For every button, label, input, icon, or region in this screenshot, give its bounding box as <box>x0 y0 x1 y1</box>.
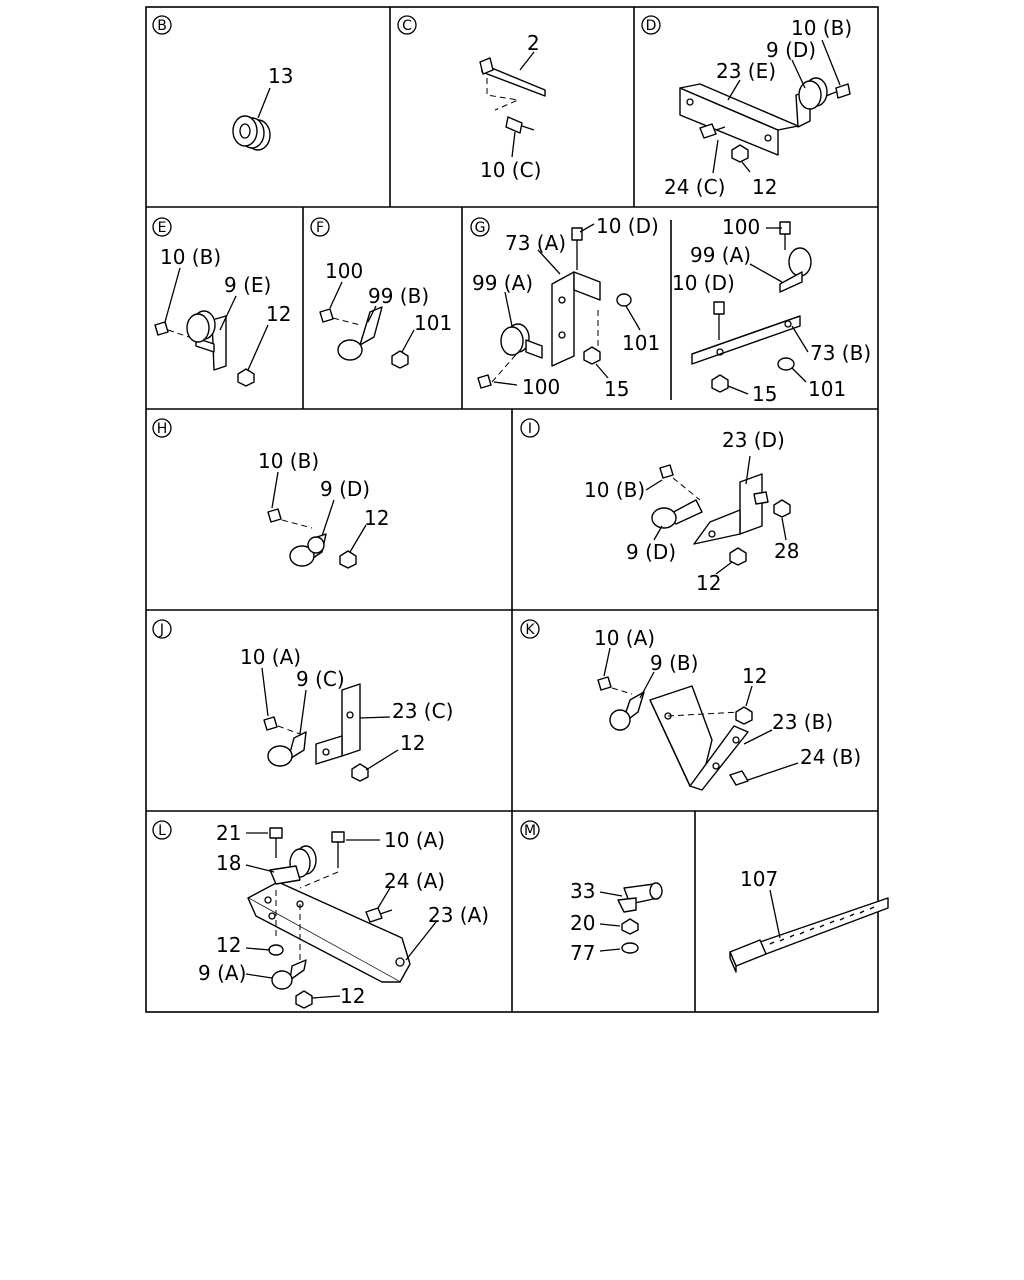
section-marker-g: G <box>470 217 490 237</box>
section-marker-h: H <box>152 418 172 438</box>
callout-12: 12 <box>752 175 777 199</box>
diagram-grid <box>145 6 879 1013</box>
callout-33: 33 <box>570 879 595 903</box>
callout-9d: 9 (D) <box>766 38 816 62</box>
section-d-drawing: 10 (B) 9 (D) 23 (E) 24 (C) 12 <box>664 16 852 199</box>
svg-text:F: F <box>316 220 324 236</box>
section-k-drawing: 10 (A) 9 (B) 12 23 (B) 24 (B) <box>594 626 861 791</box>
callout-23b: 23 (B) <box>772 710 833 734</box>
callout-9e: 9 (E) <box>224 273 271 297</box>
callout-20: 20 <box>570 911 595 935</box>
section-g-right-drawing: 100 99 (A) 10 (D) 73 (B) 15 101 <box>672 215 871 406</box>
callout-12: 12 <box>696 571 721 595</box>
callout-12: 12 <box>364 506 389 530</box>
callout-21: 21 <box>216 821 241 845</box>
svg-text:E: E <box>158 220 167 236</box>
section-marker-i: I <box>520 418 540 438</box>
callout-23c: 23 (C) <box>392 699 453 723</box>
callout-73b: 73 (B) <box>810 341 871 365</box>
callout-10b: 10 (B) <box>258 449 319 473</box>
svg-text:I: I <box>528 421 532 437</box>
callout-10d: 10 (D) <box>596 214 659 238</box>
section-marker-e: E <box>152 217 172 237</box>
svg-text:H: H <box>157 421 168 437</box>
section-h-drawing: 10 (B) 9 (D) 12 <box>258 449 389 569</box>
callout-10d: 10 (D) <box>672 271 735 295</box>
callout-24a: 24 (A) <box>384 869 445 893</box>
callout-100: 100 <box>325 259 363 283</box>
callout-10a: 10 (A) <box>240 645 301 669</box>
section-marker-j: J <box>152 619 172 639</box>
callout-100: 100 <box>722 215 760 239</box>
section-m-drawing: 33 20 77 <box>570 879 663 965</box>
callout-9d: 9 (D) <box>320 477 370 501</box>
callout-99a: 99 (A) <box>690 243 751 267</box>
callout-10a: 10 (A) <box>594 626 655 650</box>
section-marker-m: M <box>520 820 540 840</box>
section-g-left-drawing: 10 (D) 73 (A) 99 (A) 101 100 15 <box>472 214 660 401</box>
callout-15: 15 <box>604 377 629 401</box>
section-j-drawing: 10 (A) 9 (C) 23 (C) 12 <box>240 645 453 782</box>
section-marker-l: L <box>152 820 172 840</box>
callout-23a: 23 (A) <box>428 903 489 927</box>
callout-13: 13 <box>268 64 293 88</box>
callout-10c: 10 (C) <box>480 158 541 182</box>
callout-23d: 23 (D) <box>722 428 785 452</box>
callout-99a: 99 (A) <box>472 271 533 295</box>
callout-77: 77 <box>570 941 595 965</box>
section-f-drawing: 100 99 (B) 101 <box>319 259 452 369</box>
callout-10b: 10 (B) <box>791 16 852 40</box>
section-i-drawing: 23 (D) 10 (B) 28 9 (D) 12 <box>584 428 799 595</box>
svg-text:B: B <box>157 18 167 34</box>
callout-28: 28 <box>774 539 799 563</box>
svg-text:J: J <box>159 622 164 638</box>
callout-107: 107 <box>740 867 778 891</box>
svg-text:L: L <box>158 823 166 839</box>
callout-9d: 9 (D) <box>626 540 676 564</box>
callout-23e: 23 (E) <box>716 59 776 83</box>
section-c-drawing: 2 10 (C) <box>479 31 546 182</box>
svg-text:D: D <box>646 18 657 34</box>
callout-24c: 24 (C) <box>664 175 725 199</box>
callout-99b: 99 (B) <box>368 284 429 308</box>
callout-12: 12 <box>216 933 241 957</box>
section-l-drawing: 21 10 (A) 18 24 (A) 23 (A) 12 9 (A) 12 <box>198 821 489 1009</box>
callout-24b: 24 (B) <box>800 745 861 769</box>
section-marker-b: B <box>152 15 172 35</box>
svg-text:K: K <box>525 622 535 638</box>
section-marker-c: C <box>397 15 417 35</box>
callout-10b: 10 (B) <box>584 478 645 502</box>
callout-9a: 9 (A) <box>198 961 246 985</box>
callout-100: 100 <box>522 375 560 399</box>
callout-2: 2 <box>527 31 540 55</box>
section-n-drawing: 107 <box>729 867 889 973</box>
callout-15: 15 <box>752 382 777 406</box>
svg-text:G: G <box>475 220 486 236</box>
callout-9b: 9 (B) <box>650 651 698 675</box>
callout-101: 101 <box>808 377 846 401</box>
svg-text:C: C <box>402 18 412 34</box>
section-e-drawing: 10 (B) 9 (E) 12 <box>154 245 291 387</box>
section-marker-d: D <box>641 15 661 35</box>
svg-text:M: M <box>524 823 536 839</box>
callout-10a: 10 (A) <box>384 828 445 852</box>
callout-12: 12 <box>742 664 767 688</box>
section-b-drawing: 13 <box>232 64 293 151</box>
callout-12: 12 <box>340 984 365 1008</box>
callout-9c: 9 (C) <box>296 667 345 691</box>
section-marker-f: F <box>310 217 330 237</box>
callout-10b: 10 (B) <box>160 245 221 269</box>
callout-73a: 73 (A) <box>505 231 566 255</box>
callout-101: 101 <box>414 311 452 335</box>
callout-12: 12 <box>266 302 291 326</box>
callout-18: 18 <box>216 851 241 875</box>
callout-12: 12 <box>400 731 425 755</box>
callout-101: 101 <box>622 331 660 355</box>
section-marker-k: K <box>520 619 540 639</box>
